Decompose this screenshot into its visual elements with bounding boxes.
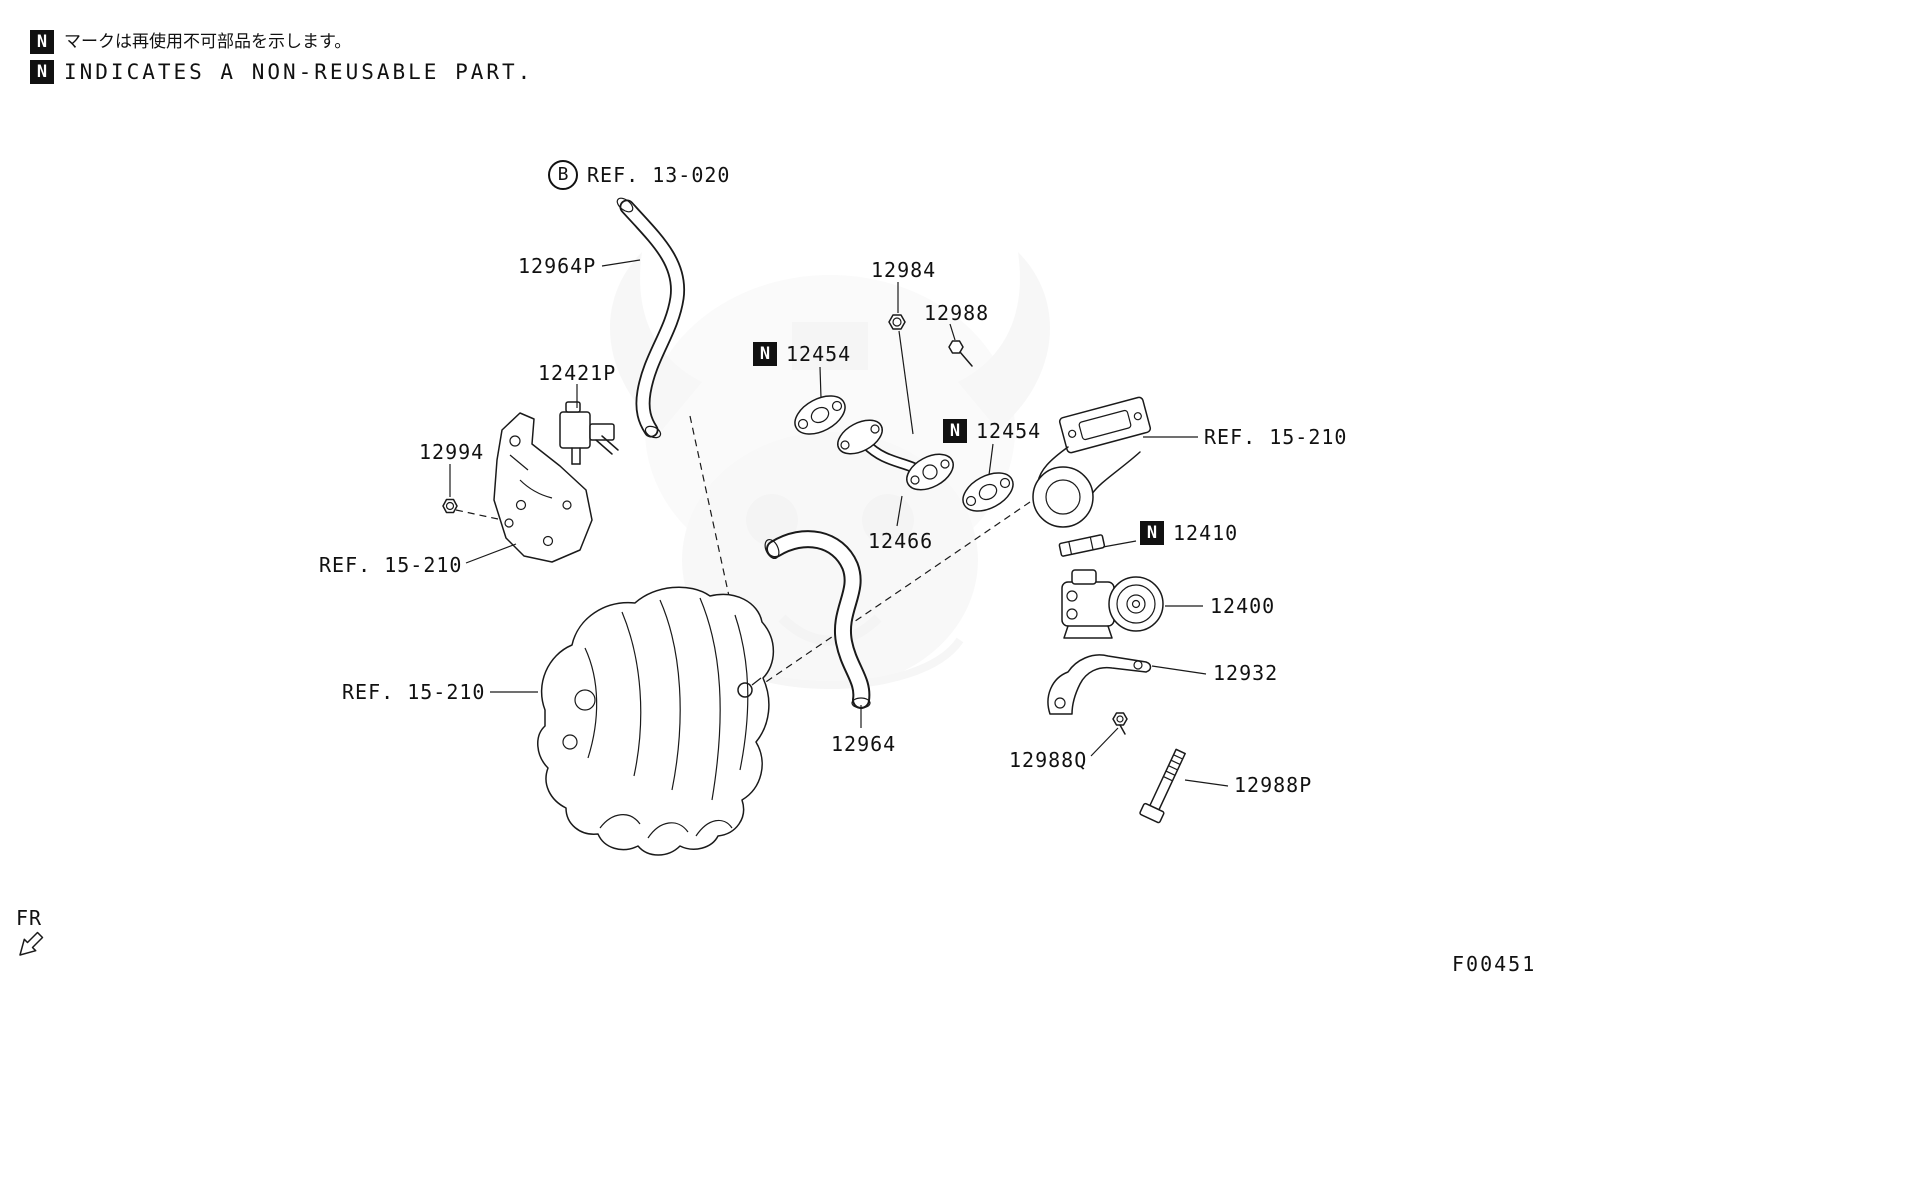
non-reusable-icon: N	[30, 60, 54, 84]
callout-text: 12984	[871, 258, 937, 282]
callout-text: 12454	[786, 342, 852, 366]
note-non-reusable-jp: N マークは再使用不可部品を示します。	[30, 30, 351, 54]
callout-12988P: 12988P	[1234, 775, 1312, 795]
callout-12466: 12466	[868, 531, 933, 551]
callout-12454-left: N 12454	[753, 342, 851, 366]
egr-pipe-12466-art	[837, 419, 954, 491]
egr-valve-12400-art	[1061, 569, 1164, 639]
callout-12964: 12964	[831, 734, 896, 754]
non-reusable-icon: N	[753, 342, 777, 366]
adapter-ref-15-210-art	[1032, 396, 1152, 528]
callout-12932: 12932	[1213, 663, 1278, 683]
callout-ref-15-210-right: REF. 15-210	[1204, 427, 1347, 447]
callout-text: REF. 15-210	[342, 680, 486, 704]
callout-12994: 12994	[419, 442, 484, 462]
note-text-jp: マークは再使用不可部品を示します。	[64, 31, 352, 52]
callout-text: 12400	[1210, 594, 1276, 618]
bolt-12988-art	[948, 340, 973, 367]
fr-direction-label: FR	[16, 906, 43, 930]
non-reusable-icon: N	[1140, 521, 1164, 545]
gasket-12410-art	[1058, 534, 1106, 557]
callout-ref-15-210-bottom: REF. 15-210	[342, 682, 485, 702]
pipe-12964P-art	[616, 197, 686, 439]
callout-12410: N 12410	[1140, 521, 1238, 545]
callout-text: REF. 15-210	[1204, 425, 1348, 449]
non-reusable-icon: N	[30, 30, 54, 54]
bracket-ref-15-210-art	[493, 412, 593, 563]
callout-text: REF. 13-020	[587, 163, 731, 187]
note-non-reusable-en: N INDICATES A NON-REUSABLE PART.	[30, 60, 533, 84]
callout-12454-right: N 12454	[943, 419, 1041, 443]
bolt-12988P-art	[1139, 748, 1186, 824]
callout-text: 12932	[1213, 661, 1279, 685]
solenoid-12421P-art	[559, 401, 619, 465]
gasket-12454-right-art	[962, 472, 1014, 512]
bolt-12988Q-art	[1112, 712, 1128, 735]
callout-text: 12988	[924, 301, 990, 325]
callout-text: 12964P	[518, 254, 597, 278]
callout-12400: 12400	[1210, 596, 1275, 616]
callout-text: 12454	[976, 419, 1042, 443]
callout-12964P: 12964P	[518, 256, 596, 276]
intake-manifold-art	[537, 586, 775, 856]
gasket-12454-left-art	[794, 395, 846, 435]
callout-12984: 12984	[871, 260, 936, 280]
bracket-12932-art	[1047, 654, 1152, 715]
drawing-code: F00451	[1452, 952, 1537, 976]
callout-12988: 12988	[924, 303, 989, 323]
circle-b-icon: B	[548, 160, 578, 190]
callout-text: 12421P	[538, 361, 617, 385]
callout-12421P: 12421P	[538, 363, 616, 383]
callout-text: 12964	[831, 732, 897, 756]
nut-12984-art	[888, 314, 914, 435]
leader-lines	[449, 259, 1229, 787]
callout-text: 12994	[419, 440, 485, 464]
callout-ref-15-210-left: REF. 15-210	[319, 555, 462, 575]
nut-12994-art	[442, 498, 458, 514]
callout-text: REF. 15-210	[319, 553, 463, 577]
non-reusable-icon: N	[943, 419, 967, 443]
callout-text: 12988Q	[1009, 748, 1088, 772]
hose-12964-art	[764, 530, 871, 709]
callout-text: 12988P	[1234, 773, 1313, 797]
callout-text: 12466	[868, 529, 934, 553]
callout-ref-13-020: B REF. 13-020	[548, 160, 730, 190]
note-text-en: INDICATES A NON-REUSABLE PART.	[64, 59, 534, 84]
fr-arrow-icon	[19, 931, 44, 956]
callout-12988Q: 12988Q	[1009, 750, 1087, 770]
callout-text: 12410	[1173, 521, 1239, 545]
